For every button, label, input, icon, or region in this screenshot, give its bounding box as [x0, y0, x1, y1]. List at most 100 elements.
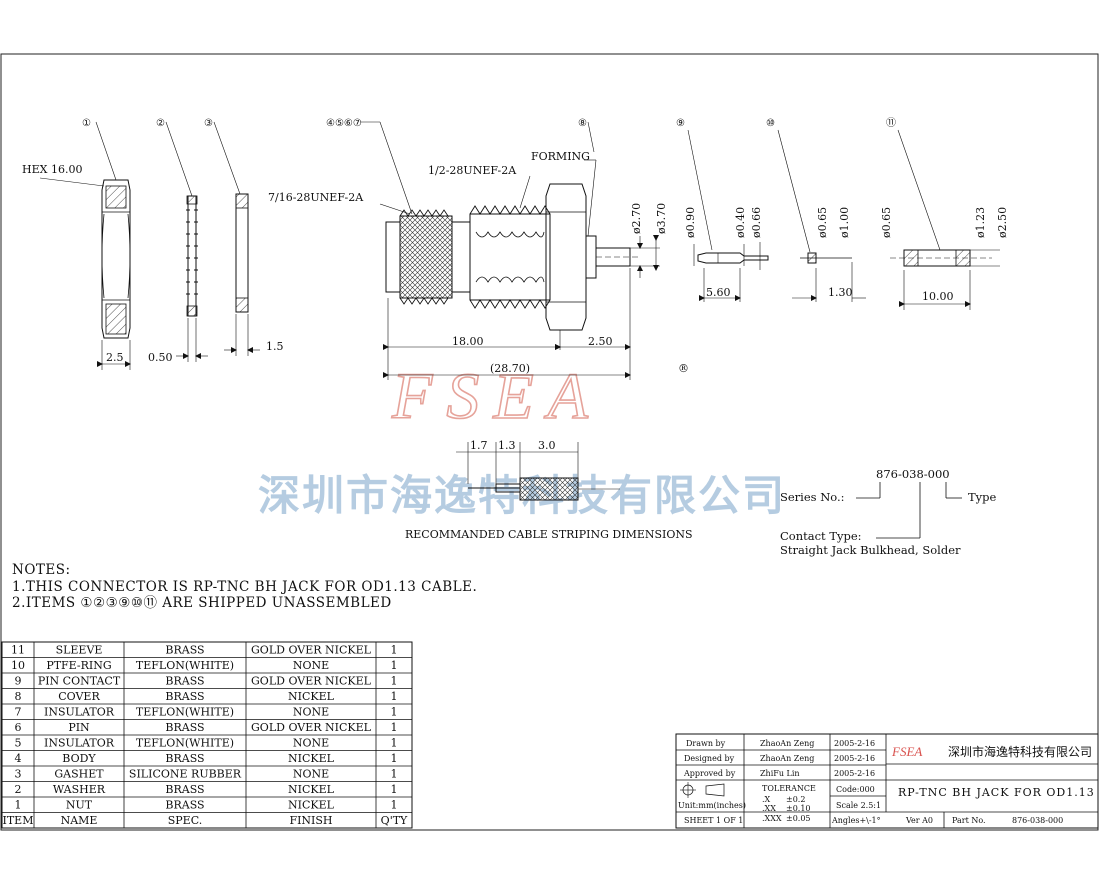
part-sleeve	[890, 129, 1000, 310]
tb-ver: Ver A0	[905, 816, 933, 825]
bom-cell: NONE	[293, 737, 329, 750]
bom-cell: 1	[391, 768, 398, 781]
cable-strip-diagram	[456, 442, 620, 501]
sleeve-d1-dim: ø0.65	[880, 207, 893, 238]
contact-type-label: Contact Type:	[780, 529, 862, 543]
bom-cell: PTFE-RING	[46, 659, 111, 672]
pin-d1-dim: ø2.70	[630, 203, 643, 234]
bom-cell: NICKEL	[288, 799, 335, 812]
part-washer	[176, 195, 208, 362]
washer-width-dim: 0.50	[148, 351, 173, 364]
bom-cell: BRASS	[165, 721, 204, 734]
bom-cell: NICKEL	[288, 783, 335, 796]
contact-d2-dim: ø0.40	[734, 207, 747, 238]
title-block	[675, 733, 1099, 829]
bom-cell: 8	[15, 690, 22, 703]
bom-cell: 1	[391, 706, 398, 719]
tb-tol-xxx: .XXX	[762, 814, 782, 823]
bom-cell: NICKEL	[288, 690, 335, 703]
notes-title: NOTES:	[12, 562, 71, 578]
bom-cell: BRASS	[165, 675, 204, 688]
bom-header-cell: ITEM	[3, 814, 34, 827]
contact-type-value: Straight Jack Bulkhead, Solder	[780, 543, 961, 557]
thread1-label: 7/16-28UNEF-2A	[268, 191, 364, 204]
tb-tol-x: .X	[762, 795, 771, 804]
bom-cell: SLEEVE	[56, 644, 103, 657]
ptfe-d2-dim: ø1.00	[838, 207, 851, 238]
bom-cell: BRASS	[165, 783, 204, 796]
watermark-logo: FSEA	[391, 360, 602, 433]
bom-cell: COVER	[58, 690, 100, 703]
bom-cell: SILICONE RUBBER	[129, 768, 242, 781]
tb-tol-xx: .XX	[762, 804, 776, 813]
tb-angles: Angles+\-1°	[831, 816, 881, 825]
tb-part-no: 876-038-000	[1012, 816, 1063, 825]
total-length-dim: (28.70)	[490, 362, 530, 375]
bom-cell: BRASS	[165, 752, 204, 765]
callout-10: ⑩	[766, 118, 775, 129]
bom-cell: 1	[391, 721, 398, 734]
thread2-label: 1/2-28UNEF-2A	[428, 164, 517, 177]
bom-cell: NONE	[293, 659, 329, 672]
hex-label: HEX 16.00	[22, 163, 82, 176]
bom-cell: GOLD OVER NICKEL	[251, 644, 372, 657]
callout-4567: ④⑤⑥⑦	[326, 118, 362, 129]
bom-cell: 4	[15, 752, 22, 765]
series-label: Series No.:	[780, 490, 845, 504]
notes-line-1: 1.THIS CONNECTOR IS RP-TNC BH JACK FOR O…	[12, 579, 477, 595]
bom-cell: BRASS	[165, 644, 204, 657]
contact-length-dim: 5.60	[706, 286, 731, 299]
notes-line-2: 2.ITEMS ①②③⑨⑩⑪ ARE SHIPPED UNASSEMBLED	[12, 595, 392, 611]
tb-scale: Scale 2.5:1	[836, 801, 881, 810]
callout-2: ②	[156, 118, 165, 129]
tb-tolerance-label: TOLERANCE	[762, 784, 816, 793]
bom-cell: PIN	[68, 721, 90, 734]
contact-d3-dim: ø0.66	[750, 207, 763, 238]
bom-cell: 1	[391, 752, 398, 765]
bom-cell: GASHET	[54, 768, 104, 781]
part-ptfe-ring	[777, 129, 866, 302]
bom-cell: 1	[391, 799, 398, 812]
sleeve-length-dim: 10.00	[922, 290, 954, 303]
strip-dim-3: 3.0	[538, 439, 556, 452]
bom-cell: 10	[11, 659, 25, 672]
tb-part-label: Part No.	[952, 816, 986, 825]
bom-cell: 1	[391, 737, 398, 750]
bom-cell: NICKEL	[288, 752, 335, 765]
nut-width-dim: 2.5	[106, 351, 124, 364]
bom-cell: 2	[15, 783, 22, 796]
bom-cell: 7	[15, 706, 22, 719]
part-pin-contact	[687, 129, 769, 302]
bom-cell: 1	[391, 675, 398, 688]
watermark-registered: ®	[678, 362, 689, 375]
bom-cell: TEFLON(WHITE)	[136, 659, 234, 672]
strip-dim-2: 1.3	[498, 439, 516, 452]
strip-dim-1: 1.7	[470, 439, 488, 452]
bom-cell: INSULATOR	[44, 706, 115, 719]
type-label: Type	[968, 490, 997, 504]
bom-cell: 1	[391, 783, 398, 796]
bom-cell: BRASS	[165, 690, 204, 703]
callout-8: ⑧	[578, 118, 587, 129]
tb-tol-x-val: ±0.2	[786, 795, 805, 804]
series-code	[856, 482, 962, 539]
tb-logo: FSEA	[891, 744, 922, 759]
tb-tol-xxx-val: ±0.05	[786, 814, 811, 823]
bom-cell: NONE	[293, 706, 329, 719]
tb-sheet: SHEET 1 OF 1	[684, 816, 743, 825]
bom-cell: 6	[15, 721, 22, 734]
forming-label: FORMING	[531, 150, 590, 163]
bom-cell: 1	[391, 644, 398, 657]
bom-cell: 9	[15, 675, 22, 688]
bom-cell: 11	[11, 644, 25, 657]
bom-cell: NUT	[66, 799, 93, 812]
body-length-dim: 18.00	[452, 335, 484, 348]
callout-11: ⑪	[886, 117, 896, 129]
tb-code: Code:000	[836, 785, 875, 794]
tb-drawn-label: Drawn by	[686, 739, 726, 748]
callout-9: ⑨	[676, 118, 685, 129]
bom-cell: 1	[391, 659, 398, 672]
callout-3: ③	[204, 118, 213, 129]
